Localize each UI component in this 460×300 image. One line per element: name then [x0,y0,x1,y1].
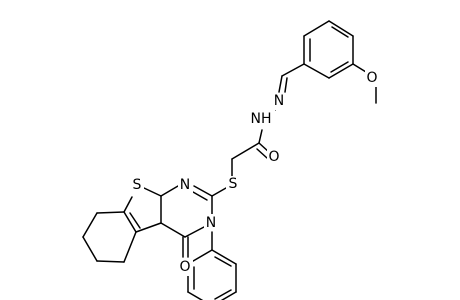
bond [192,191,208,201]
bond [123,196,133,213]
bond [123,231,137,263]
bond [214,256,232,267]
phenyl-ring [187,249,237,300]
bond [187,291,204,300]
bond [331,26,349,38]
atom-label-background [247,110,275,128]
bond [281,63,305,77]
bond [184,226,205,238]
bond [256,148,268,159]
atom-label-text: O [366,70,377,86]
atom-label-n-phenyl: N [204,214,219,231]
bond [220,291,237,300]
bond [328,20,354,37]
atom-label-background [272,93,286,110]
atom-label-text: N [274,93,284,109]
atom-label-o-ketone: O [178,259,193,276]
methoxyphenyl-ring [303,20,354,79]
bond [211,187,227,197]
bond [160,185,179,197]
bond [258,129,263,144]
bond [160,222,186,238]
atom-label-text: O [179,259,190,275]
atom-label-background [178,177,193,194]
bond [303,63,330,79]
bond [123,211,137,233]
bond [278,75,283,93]
atom-label-background [226,176,240,193]
bond [330,61,349,73]
atom-label-n-nh: NH [247,110,275,128]
atom-label-background [130,177,144,194]
atom-label-text: NH [251,111,272,127]
atom-label-n-imine: N [272,93,286,110]
atom-label-o-amide: O [267,149,282,166]
atom-label-background [178,259,193,276]
atom-label-s-thioether: S [226,176,240,193]
atom-label-text: N [206,215,216,231]
atom-label-background [365,70,380,87]
bond [82,212,98,238]
atom-label-background [204,214,219,231]
atom-label-text: S [229,176,238,192]
bond [352,63,367,73]
bond [143,187,162,197]
atom-label-background [267,149,282,166]
atom-label-n-pyrimidine: N [178,177,193,194]
atom-label-text: S [133,177,142,193]
bond [96,260,125,263]
cyclohexene-ring [82,211,137,263]
bond [82,236,98,262]
pyrimidinone-ring [160,185,213,238]
bond [284,77,288,93]
atom-label-ome-o: O [365,70,380,87]
bond [193,185,213,197]
bond [211,249,237,265]
bond [135,222,162,233]
thiophene-ring [123,187,162,233]
atom-label-text: N [180,177,190,193]
bond [328,63,354,79]
bond [303,20,330,37]
atom-label-s-thiophene: S [130,177,144,194]
bond [214,289,232,300]
atom-label-text: O [268,149,279,165]
bond [231,142,260,160]
bond [129,212,141,229]
bond [96,211,125,214]
